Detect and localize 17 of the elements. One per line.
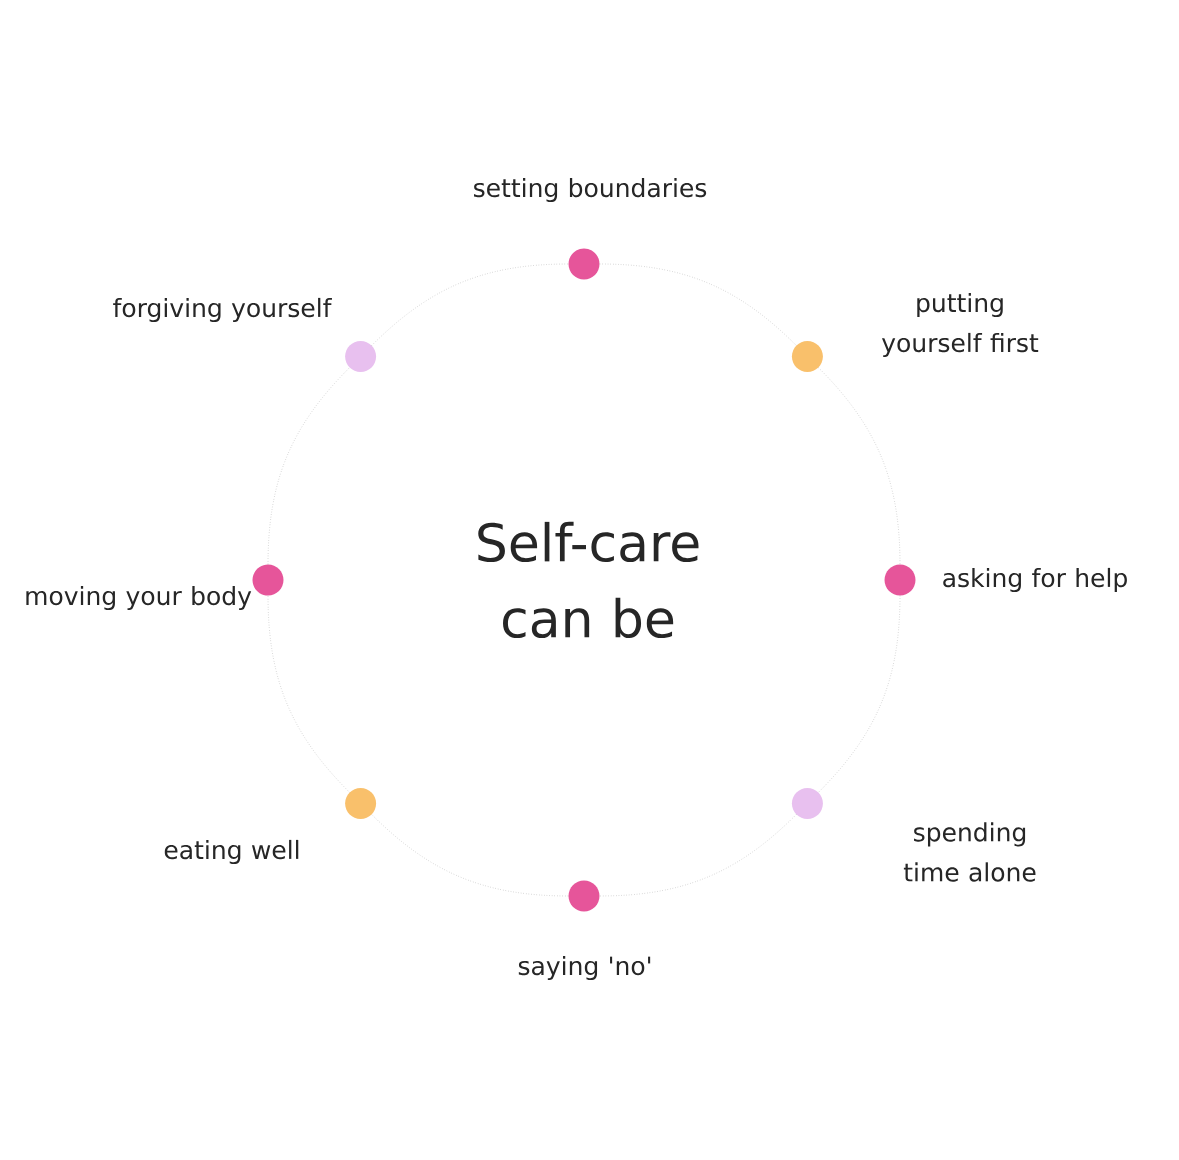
dot-label: asking for help — [943, 567, 1127, 593]
dot-label: putting yourself first — [881, 292, 1039, 358]
dot-label: eating well — [164, 839, 299, 865]
dot-label: saying 'no' — [518, 955, 651, 981]
dot-label: spending time alone — [903, 822, 1036, 882]
dotted-circle-arc — [267, 595, 350, 793]
dotted-circle-arc — [599, 814, 797, 897]
dotted-circle-arc — [818, 367, 901, 565]
dot-label: forgiving yourself — [113, 297, 332, 323]
dot-label: moving your body — [26, 585, 252, 611]
dotted-circle-arc — [818, 595, 901, 793]
dot-label: setting boundaries — [474, 177, 707, 203]
dotted-circle-arc — [599, 263, 797, 346]
dotted-circle-arc — [371, 814, 569, 897]
dotted-circle-arc — [267, 367, 350, 565]
dotted-circle-arc — [371, 263, 569, 346]
title: Self-care can be — [478, 521, 699, 639]
